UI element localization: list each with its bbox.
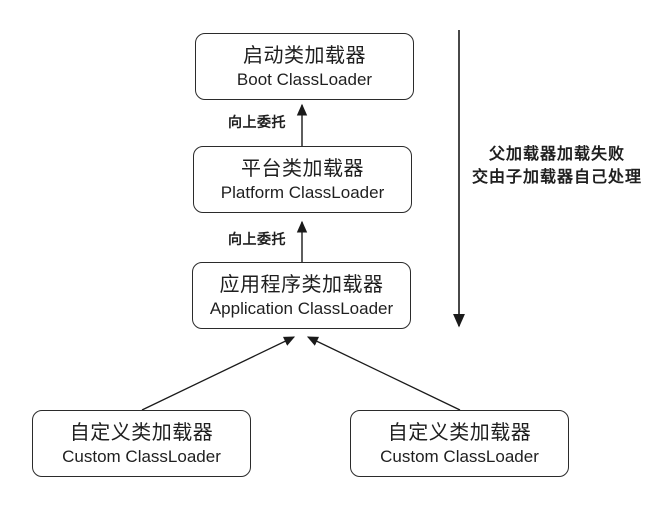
fallback-note-line1: 父加载器加载失败 xyxy=(488,146,625,163)
fallback-note: 父加载器加载失败 交由子加载器自己处理 xyxy=(462,143,646,189)
application-classloader-title-en: Application ClassLoader xyxy=(209,298,394,318)
box-custom-classloader-left: 自定义类加载器 Custom ClassLoader xyxy=(32,410,251,477)
arrow-custom-left-to-application xyxy=(141,336,296,411)
fallback-note-line2: 交由子加载器自己处理 xyxy=(471,169,642,186)
arrow-custom-right-to-application xyxy=(306,336,461,411)
custom-classloader-right-title-en: Custom ClassLoader xyxy=(380,446,539,466)
application-classloader-title-zh: 应用程序类加载器 xyxy=(219,273,384,296)
box-application-classloader: 应用程序类加载器 Application ClassLoader xyxy=(192,262,411,329)
box-platform-classloader: 平台类加载器 Platform ClassLoader xyxy=(193,146,412,213)
custom-classloader-right-title-zh: 自定义类加载器 xyxy=(387,421,532,444)
boot-classloader-title-zh: 启动类加载器 xyxy=(243,44,366,67)
box-custom-classloader-right: 自定义类加载器 Custom ClassLoader xyxy=(350,410,569,477)
custom-classloader-left-title-en: Custom ClassLoader xyxy=(62,446,221,466)
box-boot-classloader: 启动类加载器 Boot ClassLoader xyxy=(195,33,414,100)
boot-classloader-title-en: Boot ClassLoader xyxy=(236,69,373,89)
platform-classloader-title-zh: 平台类加载器 xyxy=(241,157,364,180)
platform-classloader-title-en: Platform ClassLoader xyxy=(220,182,385,202)
delegate-up-label-bottom: 向上委托 xyxy=(228,231,286,247)
delegate-up-label-top: 向上委托 xyxy=(228,114,286,130)
custom-classloader-left-title-zh: 自定义类加载器 xyxy=(69,421,214,444)
